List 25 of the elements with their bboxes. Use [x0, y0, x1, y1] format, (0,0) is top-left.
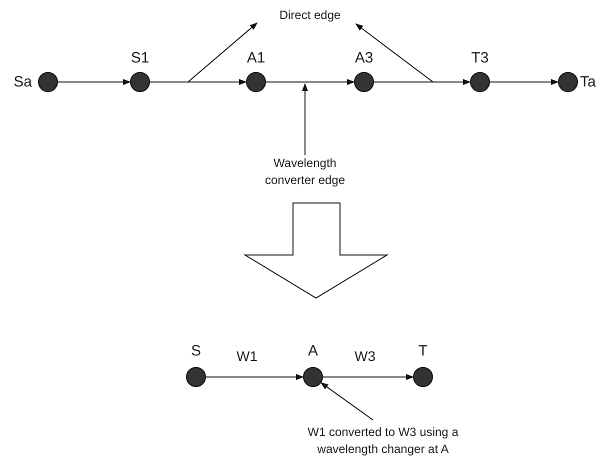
leader-arrow — [188, 22, 258, 82]
arrow — [206, 374, 304, 380]
note-text: W1 converted to W3 using a wavelength changer at A — [283, 424, 483, 458]
arrow — [320, 382, 374, 420]
leader-arrow — [355, 23, 434, 82]
arrow — [374, 79, 471, 85]
node-label: A3 — [354, 50, 374, 66]
edge-label: W3 — [352, 349, 378, 363]
edge-label: W1 — [234, 349, 260, 363]
node-label: S — [191, 344, 201, 358]
node-label: Sa — [14, 74, 32, 90]
note-text: Wavelength converter edge — [250, 155, 360, 189]
node-label: A — [308, 344, 318, 358]
node-label: T3 — [471, 50, 489, 66]
arrow — [322, 374, 414, 380]
arrow — [490, 79, 559, 85]
node-label: T — [418, 344, 428, 358]
leader-arrow — [302, 83, 308, 156]
arrow — [58, 79, 131, 85]
arrow — [266, 79, 355, 85]
node-label: S1 — [130, 50, 150, 66]
arrow — [150, 79, 247, 85]
node-label: A1 — [246, 50, 266, 66]
node-label: Ta — [580, 74, 596, 90]
note-text: Direct edge — [262, 6, 358, 24]
